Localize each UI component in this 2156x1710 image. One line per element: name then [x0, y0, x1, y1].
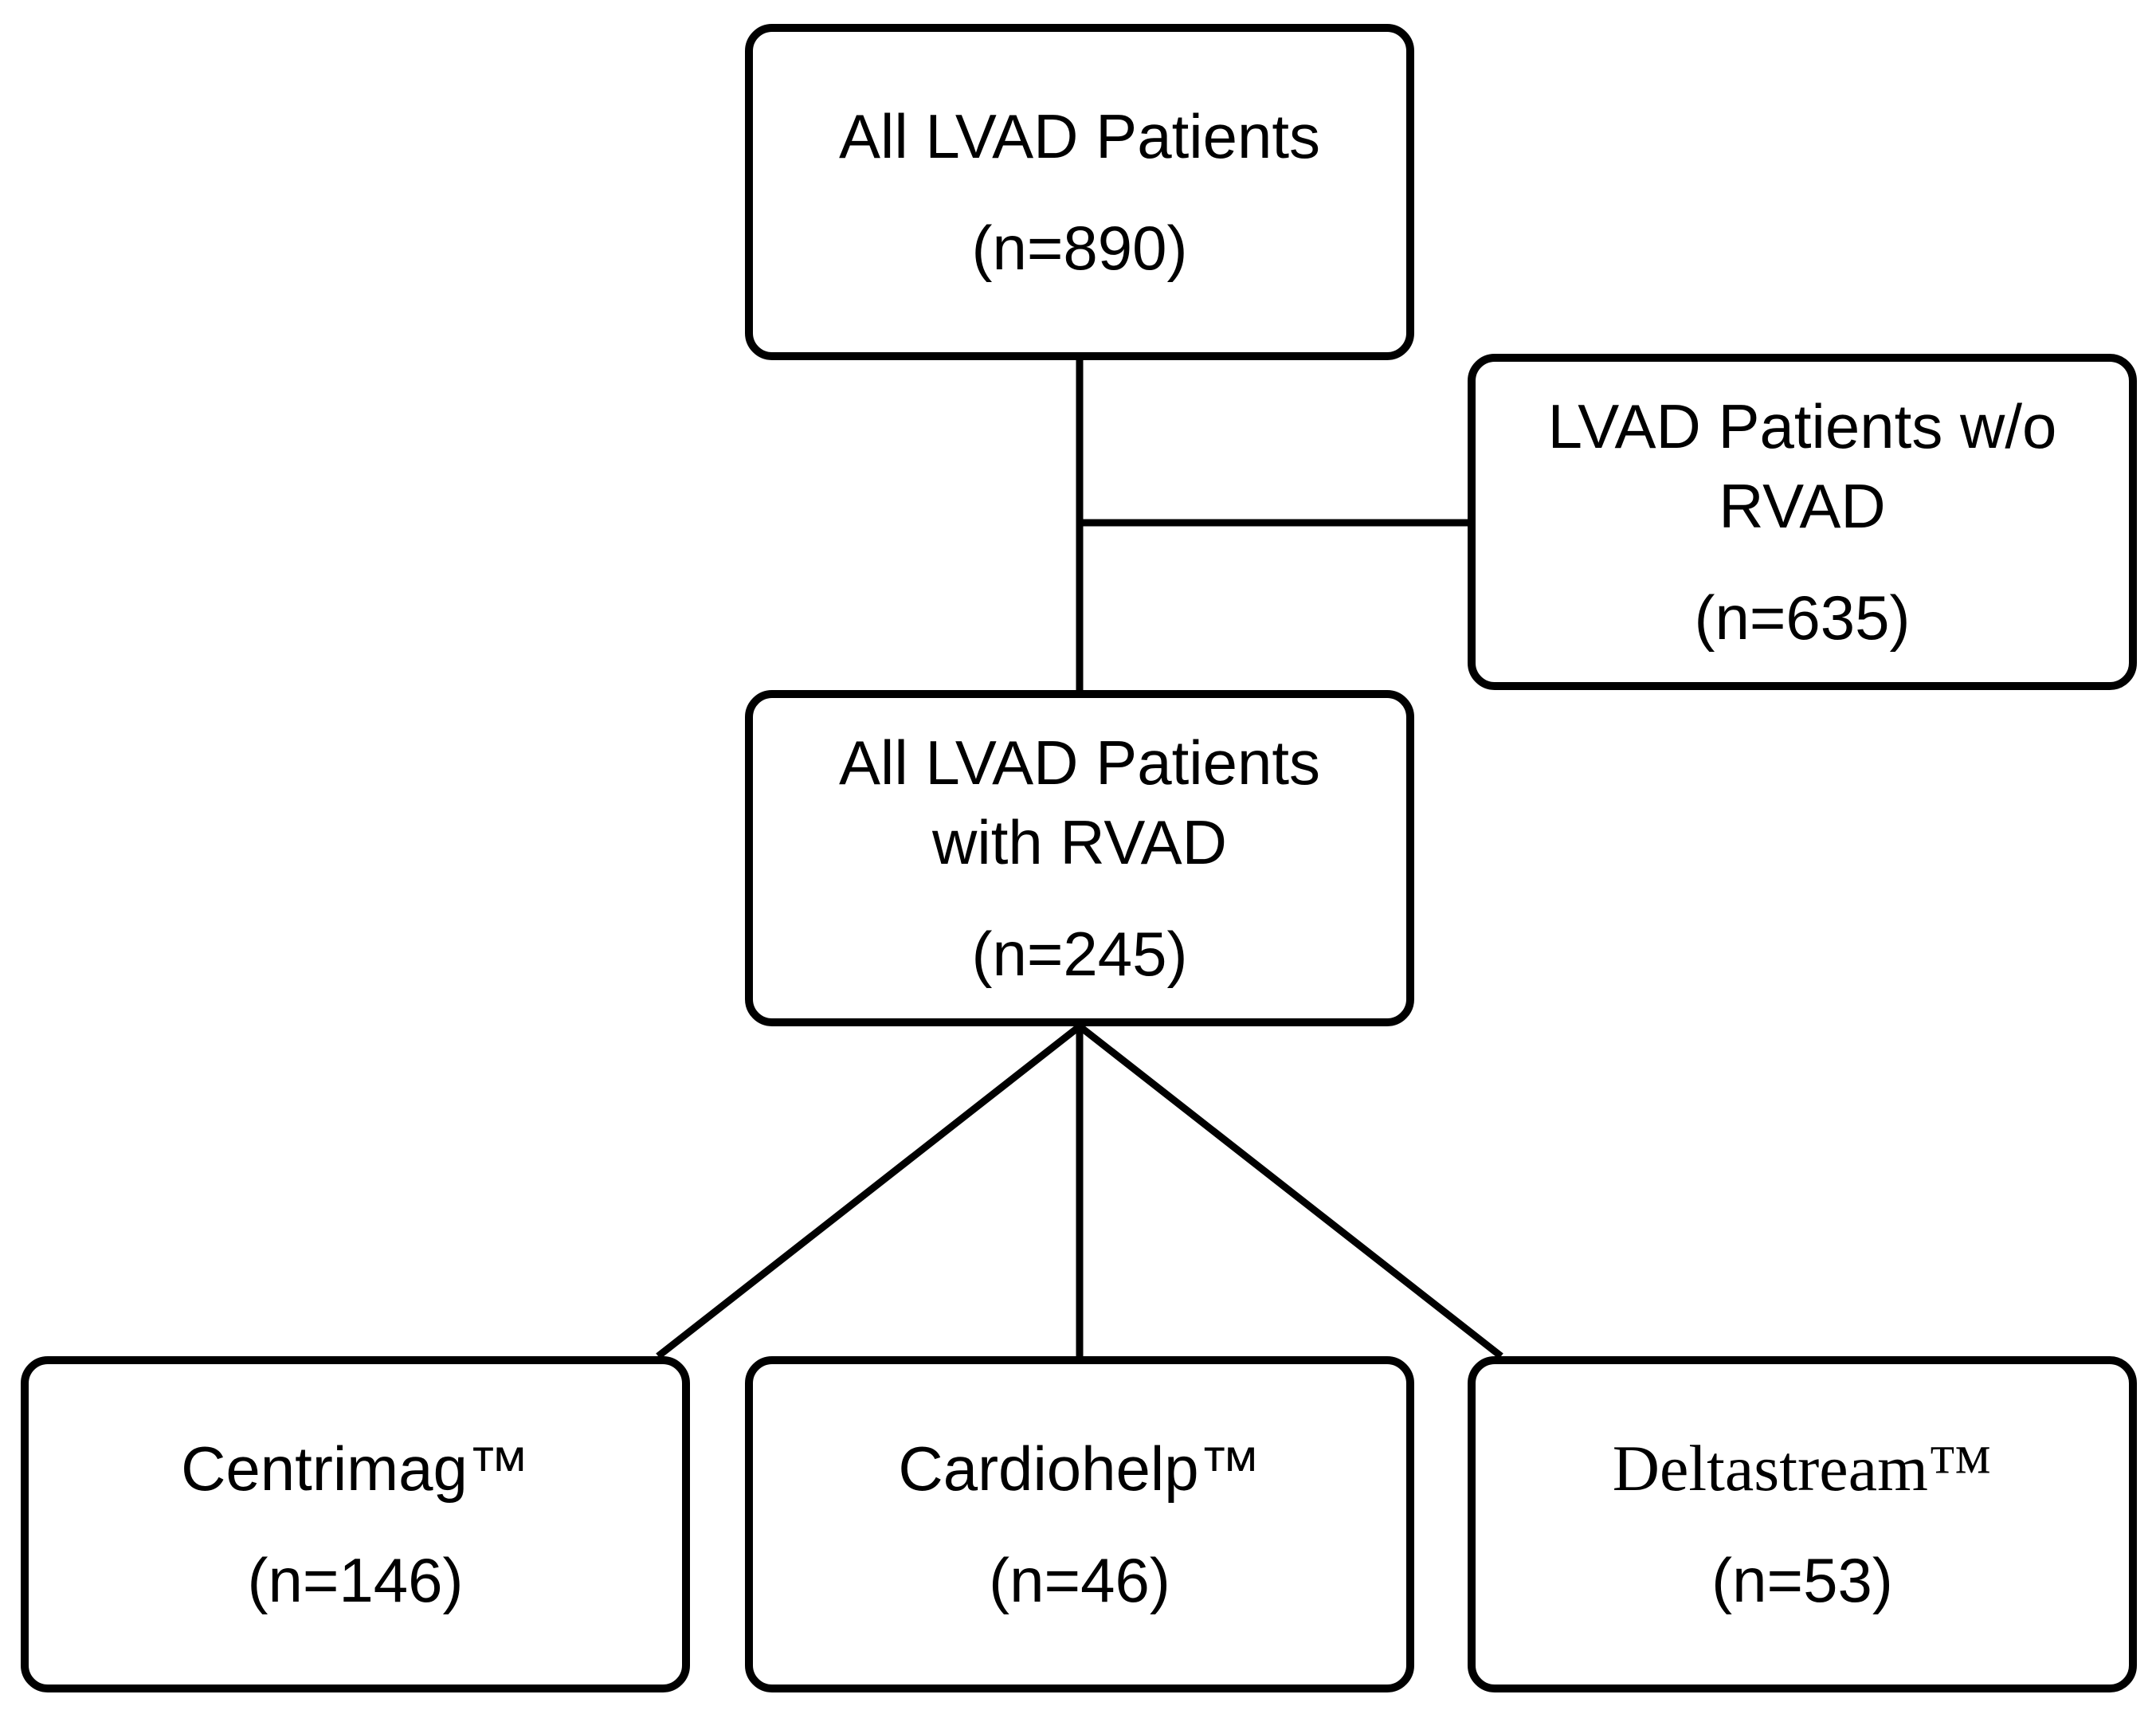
node-deltastream: Deltastream™ (n=53): [1468, 1356, 2137, 1692]
node-title: Centrimag™: [181, 1433, 530, 1504]
edge-with-to-deltastream: [1077, 1023, 1503, 1359]
node-count: (n=890): [971, 213, 1188, 283]
node-title: All LVAD Patients: [838, 101, 1321, 171]
node-lvad-patients-with-rvad: All LVAD Patients with RVAD (n=245): [745, 690, 1414, 1026]
node-cardiohelp: Cardiohelp™ (n=46): [745, 1356, 1414, 1692]
edge-with-to-centrimag: [656, 1023, 1082, 1359]
node-centrimag: Centrimag™ (n=146): [21, 1356, 690, 1692]
node-title: All LVAD Patients with RVAD: [838, 728, 1321, 877]
node-count: (n=635): [1694, 582, 1911, 653]
node-title: Cardiohelp™: [898, 1433, 1261, 1504]
node-count: (n=53): [1711, 1545, 1893, 1615]
node-all-lvad-patients: All LVAD Patients (n=890): [745, 24, 1414, 360]
node-lvad-patients-without-rvad: LVAD Patients w/o RVAD (n=635): [1468, 354, 2137, 690]
node-title: Deltastream™: [1612, 1432, 1993, 1504]
node-count: (n=46): [989, 1545, 1170, 1615]
node-count: (n=146): [247, 1545, 464, 1615]
node-count: (n=245): [971, 919, 1188, 989]
node-title: LVAD Patients w/o RVAD: [1547, 391, 2057, 541]
